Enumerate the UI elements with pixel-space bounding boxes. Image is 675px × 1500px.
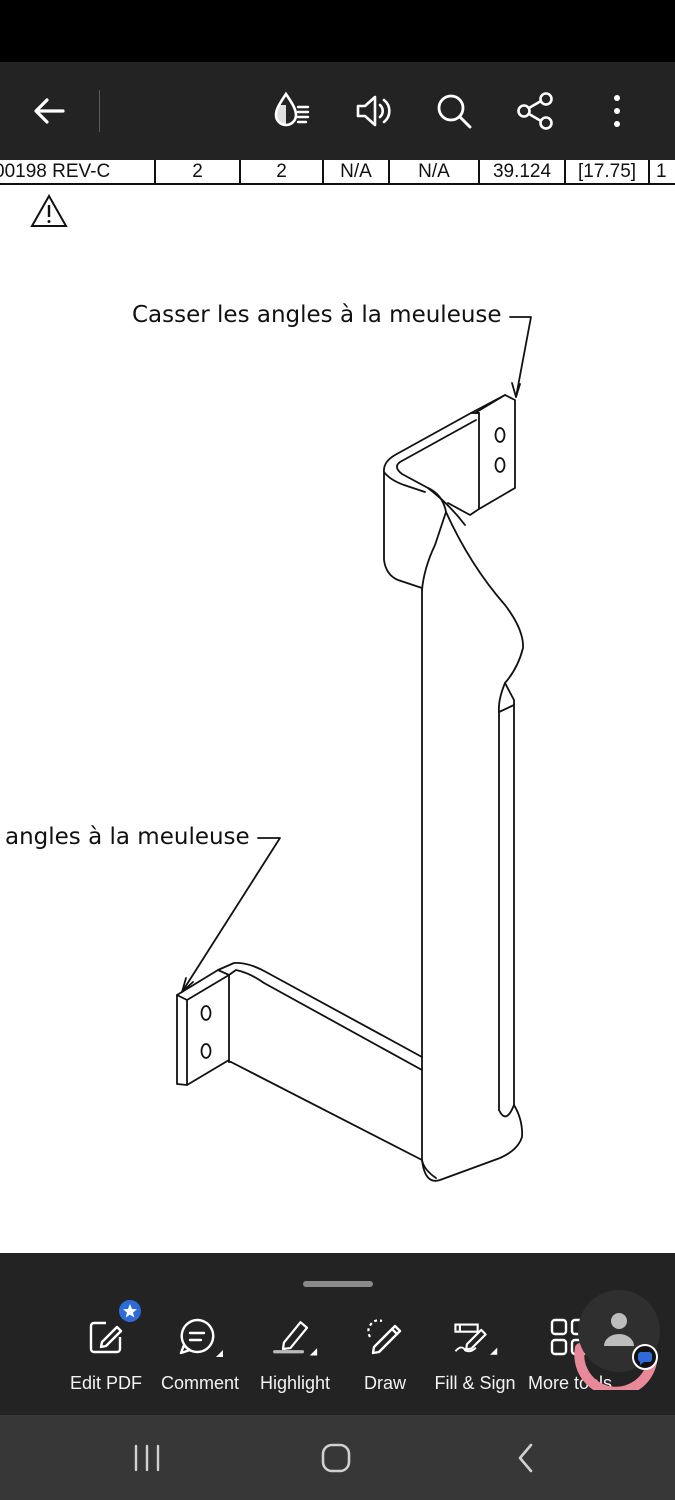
pdf-page[interactable]: 00198 REV-C 2 2 N/A N/A 39.124 [17.75] 1…: [0, 160, 675, 1253]
speaker-icon: [356, 95, 391, 127]
table-cell: N/A: [390, 160, 480, 184]
tools-panel: Edit PDF Comment Highlight: [0, 1253, 675, 1415]
recent-apps-icon: [134, 1444, 160, 1472]
floating-pink-ring: [574, 1343, 657, 1390]
table-cell: N/A: [324, 160, 390, 184]
share-icon: [517, 92, 553, 130]
liquid-mode-icon: [274, 91, 310, 127]
system-nav-bar: [0, 1415, 675, 1500]
tool-edit-pdf[interactable]: Edit PDF: [56, 1300, 156, 1403]
chat-badge-icon: [632, 1344, 658, 1370]
table-cell: 1: [656, 161, 667, 182]
liquid-mode-button[interactable]: [266, 86, 316, 136]
more-vertical-icon: [614, 95, 620, 127]
more-options-button[interactable]: [592, 86, 642, 136]
tool-label: Comment: [160, 1373, 240, 1393]
highlight-icon: [273, 1321, 318, 1356]
status-bar: [0, 0, 675, 62]
app-toolbar: [0, 62, 675, 160]
table-cell: 00198 REV-C: [0, 160, 156, 184]
tool-fill-sign[interactable]: Fill & Sign: [425, 1313, 525, 1403]
home-button[interactable]: [306, 1433, 366, 1483]
table-cell: 2: [156, 160, 241, 184]
back-button[interactable]: [24, 86, 74, 136]
system-back-button[interactable]: [496, 1433, 556, 1483]
title-block-row: 00198 REV-C 2 2 N/A N/A 39.124 [17.75] 1: [0, 160, 675, 186]
recent-apps-button[interactable]: [117, 1433, 177, 1483]
tool-label: Highlight: [259, 1373, 331, 1393]
draw-icon: [367, 1319, 402, 1355]
bracket-drawing: [176, 316, 532, 1182]
search-icon: [437, 94, 472, 129]
warning-icon: [30, 194, 68, 227]
tool-label: Edit PDF: [69, 1373, 143, 1393]
fill-sign-icon: [454, 1323, 498, 1355]
profile-icon: [604, 1313, 634, 1346]
drag-handle[interactable]: [303, 1281, 373, 1287]
callout-bottom-label: angles à la meuleuse: [5, 824, 250, 850]
floating-assistant-button[interactable]: [578, 1290, 660, 1372]
toolbar-divider: [99, 90, 100, 132]
table-cell: 2: [241, 160, 324, 184]
comment-icon: [179, 1318, 223, 1357]
callout-top-label: Casser les angles à la meuleuse: [132, 302, 502, 328]
table-cell: [17.75]: [566, 160, 650, 184]
new-badge-icon: [119, 1300, 141, 1322]
home-icon: [321, 1443, 351, 1473]
arrow-left-icon: [34, 98, 65, 124]
search-button[interactable]: [429, 86, 479, 136]
chevron-left-icon: [518, 1443, 533, 1473]
share-button[interactable]: [510, 86, 560, 136]
table-cell: 39.124: [480, 160, 566, 184]
read-aloud-button[interactable]: [348, 86, 398, 136]
tool-draw[interactable]: Draw: [335, 1313, 435, 1403]
tool-comment[interactable]: Comment: [150, 1313, 250, 1403]
tool-label: Draw: [363, 1373, 406, 1393]
tool-highlight[interactable]: Highlight: [245, 1313, 345, 1403]
edit-pdf-icon: [89, 1321, 123, 1354]
tool-label: Fill & Sign: [434, 1373, 516, 1393]
